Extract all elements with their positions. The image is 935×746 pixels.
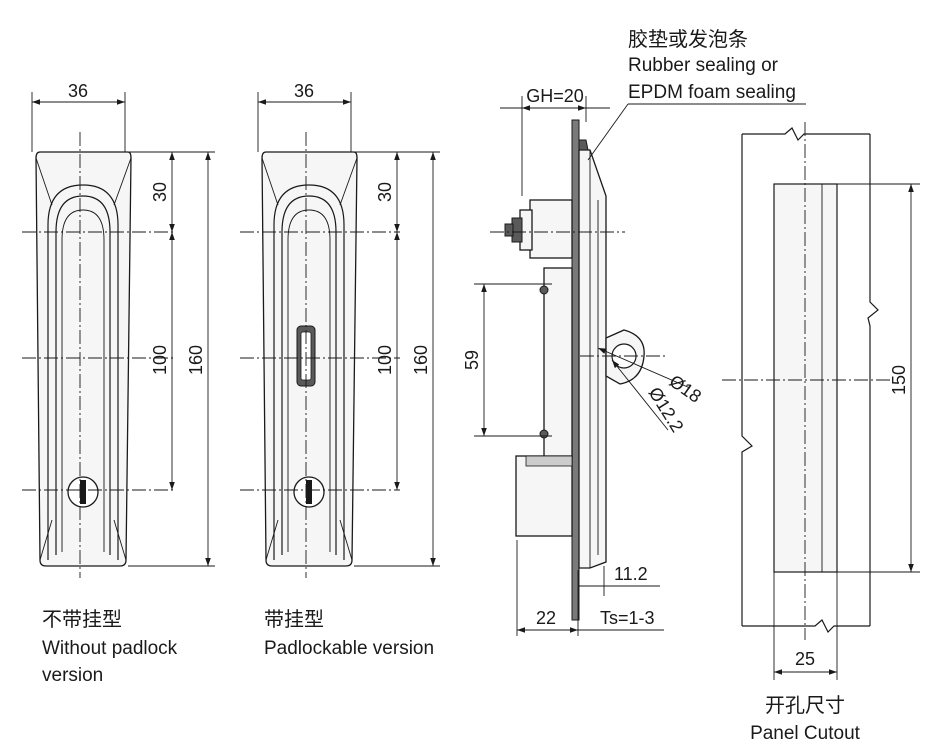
cutout-caption-en: Panel Cutout [750, 723, 861, 744]
caption-no-padlock-en-1: Without padlock [42, 638, 178, 659]
caption-no-padlock-cn: 不带挂型 [42, 607, 122, 631]
dim-30-b: 30 [375, 182, 395, 202]
dim-25: 25 [795, 649, 815, 669]
cutout-caption-cn: 开孔尺寸 [765, 693, 845, 717]
side-view: GH=20 59 Ø18 Ø12.2 [462, 86, 806, 636]
dim-160: 160 [186, 345, 206, 375]
dim-150: 150 [889, 365, 909, 395]
dim-width-36: 36 [68, 81, 88, 101]
dim-100-b: 100 [375, 345, 395, 375]
dim-100: 100 [150, 345, 170, 375]
dim-22: 22 [536, 608, 556, 628]
gasket-label-en-2: EPDM foam sealing [628, 82, 796, 103]
dim-30: 30 [150, 182, 170, 202]
front-view-padlock: 36 30 100 160 [240, 81, 440, 578]
gasket-label-cn: 胶垫或发泡条 [628, 27, 748, 51]
dim-ts: Ts=1-3 [600, 608, 655, 628]
caption-padlock-en: Padlockable version [264, 638, 434, 659]
dim-160-b: 160 [411, 345, 431, 375]
front-view-no-padlock: 36 30 100 160 [22, 81, 215, 578]
caption-no-padlock-en-2: version [42, 665, 103, 686]
panel-cutout-view: 150 25 [722, 122, 920, 680]
dim-11-2: 11.2 [614, 564, 648, 584]
gasket-label-en-1: Rubber sealing or [628, 55, 779, 76]
dim-width-36-b: 36 [294, 81, 314, 101]
dim-59: 59 [462, 350, 482, 370]
caption-padlock-cn: 带挂型 [264, 607, 324, 631]
dim-gh: GH=20 [526, 86, 584, 106]
